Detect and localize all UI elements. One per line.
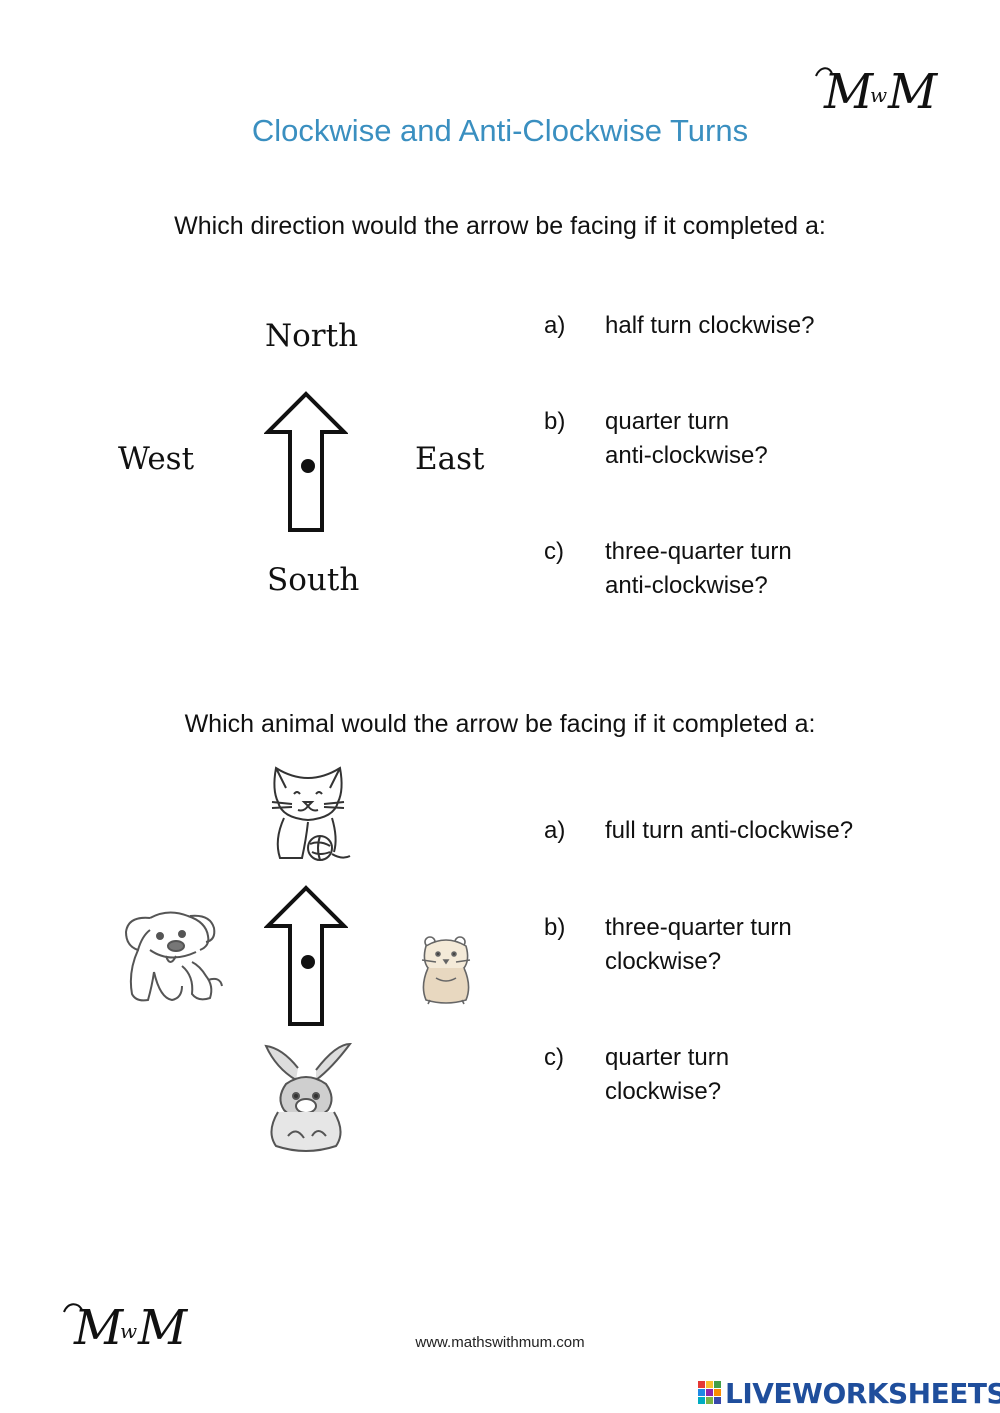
svg-text:w: w <box>120 1319 137 1343</box>
s2-q-b-line1: three-quarter turn <box>605 914 792 941</box>
section1-prompt: Which direction would the arrow be facin… <box>174 212 826 240</box>
s2-q-a-letter: a) <box>544 817 566 844</box>
rabbit-icon <box>264 1042 353 1152</box>
dog-icon <box>124 911 223 1002</box>
cat-icon <box>271 766 351 861</box>
arrow-up-icon <box>264 391 348 532</box>
s2-q-c-letter: c) <box>544 1044 564 1071</box>
s2-q-c-text: quarter turn clockwise? <box>605 1041 935 1109</box>
logo-top: M w M <box>812 62 942 120</box>
s1-q-a-letter: a) <box>544 312 566 339</box>
mwm-logo-icon: M w M <box>63 1300 189 1356</box>
s2-q-b-text: three-quarter turn clockwise? <box>605 911 935 979</box>
s1-q-b-line1: quarter turn <box>605 408 730 435</box>
s1-q-b-letter: b) <box>544 408 566 435</box>
compass-east-label: East <box>415 441 485 477</box>
s2-q-a-line1: full turn anti-clockwise? <box>605 817 854 844</box>
page-title: Clockwise and Anti-Clockwise Turns <box>251 113 749 148</box>
s1-q-b-text: quarter turn anti-clockwise? <box>605 405 935 473</box>
s2-q-b-letter: b) <box>544 914 566 941</box>
s1-q-c-text: three-quarter turn anti-clockwise? <box>605 535 935 603</box>
liveworksheets-logo-icon <box>698 1381 722 1405</box>
compass-south-label: South <box>267 562 360 598</box>
svg-text:w: w <box>870 83 887 107</box>
arrow-up-icon <box>264 885 348 1026</box>
s1-q-c-letter: c) <box>544 538 564 565</box>
hamster-icon <box>421 936 471 1005</box>
footer-url: www.mathswithmum.com <box>415 1334 585 1351</box>
logo-bottom: M w M <box>60 1298 194 1356</box>
liveworksheets-brand: LIVEWORKSHEETS <box>698 1376 1000 1410</box>
mwm-logo-icon: M w M <box>815 64 939 120</box>
s1-q-b-line2: anti-clockwise? <box>605 442 768 469</box>
s1-q-a-text: half turn clockwise? <box>605 309 935 343</box>
svg-text:M: M <box>137 1300 189 1356</box>
s2-q-c-line1: quarter turn <box>605 1044 730 1071</box>
s2-q-a-text: full turn anti-clockwise? <box>605 814 945 848</box>
svg-text:M: M <box>887 64 939 120</box>
s1-q-a-line1: half turn clockwise? <box>605 312 815 339</box>
section2-prompt: Which animal would the arrow be facing i… <box>184 710 816 738</box>
s2-q-b-line2: clockwise? <box>605 948 722 975</box>
compass-west-label: West <box>118 441 195 477</box>
s1-q-c-line1: three-quarter turn <box>605 538 792 565</box>
s1-q-c-line2: anti-clockwise? <box>605 572 768 599</box>
s2-q-c-line2: clockwise? <box>605 1078 722 1105</box>
liveworksheets-text: LIVEWORKSHEETS <box>725 1376 1000 1410</box>
compass-north-label: North <box>265 318 359 354</box>
